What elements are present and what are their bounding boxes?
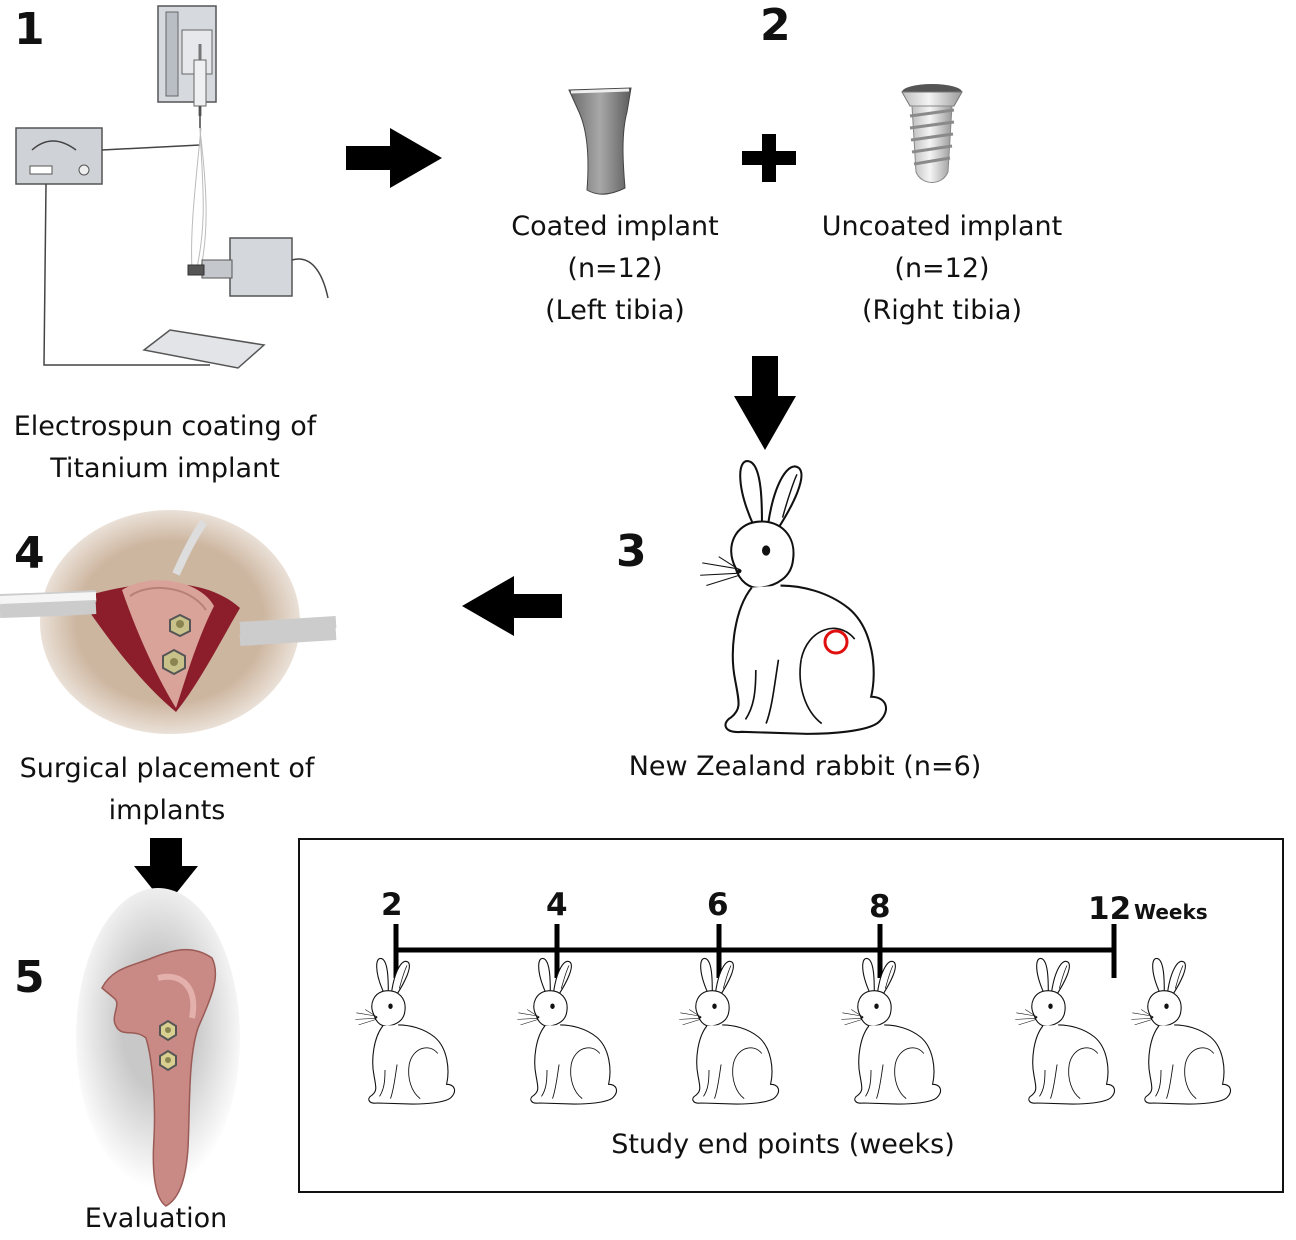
caption-line: Electrospun coating of xyxy=(13,411,317,442)
electrospinning-apparatus xyxy=(15,5,329,369)
step-number-2: 2 xyxy=(760,0,791,51)
caption-uncoated: Uncoated implant (n=12) (Right tibia) xyxy=(797,206,1087,332)
caption-line: Surgical placement of xyxy=(19,753,315,784)
rabbit-icon xyxy=(1130,957,1232,1105)
step-number-4: 4 xyxy=(14,528,45,579)
timeline-caption: Study end points (weeks) xyxy=(611,1129,955,1160)
caption-line: implants xyxy=(108,795,226,826)
surgery-illustration xyxy=(0,510,337,734)
uncoated-screw-implant xyxy=(901,84,963,183)
timeline-label-6: 6 xyxy=(707,887,729,923)
coated-implant xyxy=(568,87,632,195)
implant-site-marker xyxy=(823,629,849,655)
arrow-down xyxy=(734,356,796,450)
rabbit-icon xyxy=(699,460,888,735)
arrow-right xyxy=(346,128,442,188)
caption-line: Coated implant xyxy=(511,211,719,242)
caption-line: Titanium implant xyxy=(50,453,280,484)
plus-icon xyxy=(742,134,796,182)
timeline-label-12: 12 xyxy=(1088,891,1132,927)
caption-evaluation: Evaluation xyxy=(84,1203,228,1234)
timeline-unit: Weeks xyxy=(1134,900,1208,924)
step-number-1: 1 xyxy=(14,4,45,55)
rabbit-icon xyxy=(516,957,618,1105)
rabbit-icon xyxy=(840,957,942,1105)
tibia-bone xyxy=(76,888,240,1207)
caption-line: (n=12) xyxy=(894,253,990,284)
timeline-label-8: 8 xyxy=(869,889,891,925)
timeline-box xyxy=(298,838,1284,1193)
caption-line: (Left tibia) xyxy=(545,295,685,326)
caption-electrospun: Electrospun coating of Titanium implant xyxy=(0,406,330,490)
timeline-label-4: 4 xyxy=(546,887,568,923)
arrow-left xyxy=(462,576,562,636)
caption-coated: Coated implant (n=12) (Left tibia) xyxy=(470,206,760,332)
arrow-down xyxy=(134,838,198,906)
caption-line: Uncoated implant xyxy=(821,211,1063,242)
step-number-5: 5 xyxy=(14,952,45,1003)
caption-line: (n=12) xyxy=(567,253,663,284)
caption-line: (Right tibia) xyxy=(861,295,1023,326)
step-number-3: 3 xyxy=(616,526,647,577)
rabbit-icon xyxy=(678,957,780,1105)
caption-surgical: Surgical placement of implants xyxy=(0,748,334,832)
timeline-label-2: 2 xyxy=(381,887,403,923)
rabbit-icon xyxy=(354,957,456,1105)
caption-rabbit: New Zealand rabbit (n=6) xyxy=(628,751,982,782)
